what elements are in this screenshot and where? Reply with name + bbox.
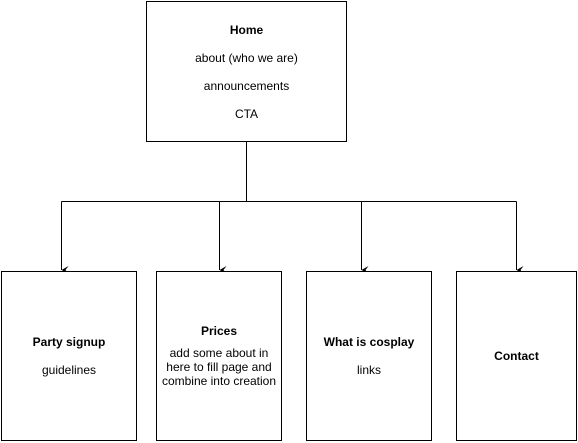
prices-body: add some about in here to fill page and … bbox=[162, 346, 276, 388]
prices-line-3: combine into creation bbox=[161, 374, 277, 388]
prices-title: Prices bbox=[200, 324, 238, 338]
party-signup-title: Party signup bbox=[32, 335, 106, 349]
home-line-cta: CTA bbox=[234, 106, 259, 121]
party-signup-line: guidelines bbox=[41, 363, 97, 377]
what-is-cosplay-line: links bbox=[356, 363, 381, 377]
contact-title: Contact bbox=[494, 349, 539, 363]
home-title: Home bbox=[229, 22, 264, 37]
home-node[interactable]: Home about (who we are) announcements CT… bbox=[146, 1, 347, 142]
prices-line-1: add some about in bbox=[169, 346, 269, 360]
home-line-about: about (who we are) bbox=[195, 50, 298, 65]
prices-node[interactable]: Prices add some about in here to fill pa… bbox=[156, 271, 282, 441]
what-is-cosplay-title: What is cosplay bbox=[323, 335, 415, 349]
contact-node[interactable]: Contact bbox=[456, 271, 577, 441]
home-line-announcements: announcements bbox=[203, 78, 290, 93]
prices-line-2: here to fill page and bbox=[166, 360, 272, 374]
party-signup-node[interactable]: Party signup guidelines bbox=[1, 271, 137, 441]
what-is-cosplay-node[interactable]: What is cosplay links bbox=[306, 271, 432, 441]
